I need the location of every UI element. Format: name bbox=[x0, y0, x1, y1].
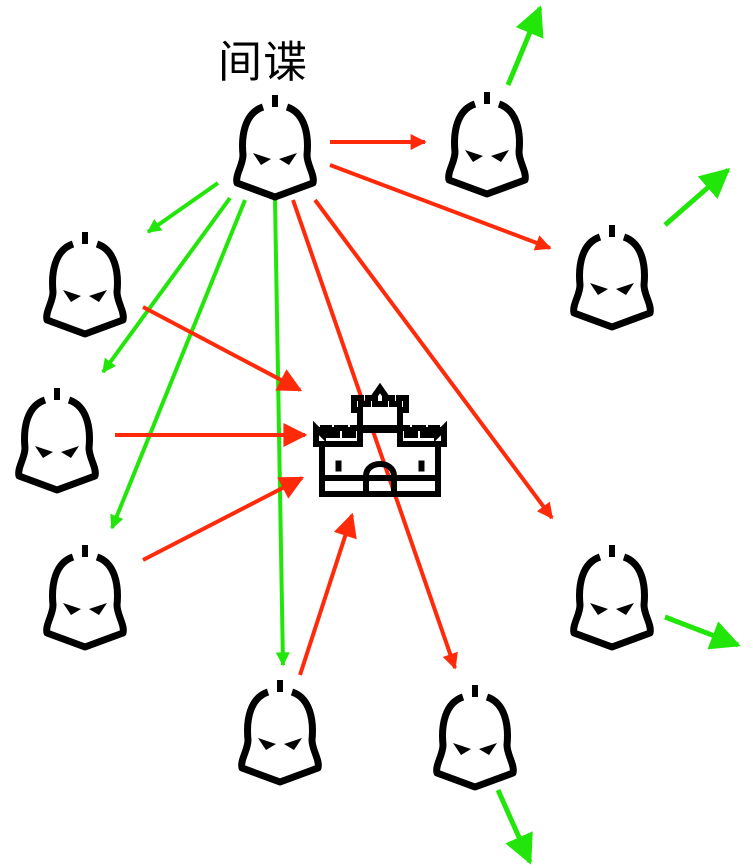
arrow-spy-to-soldier-left-2 bbox=[101, 196, 232, 374]
spy-label: 间谍 bbox=[218, 37, 308, 88]
soldier-right-lower-helmet-icon bbox=[574, 545, 651, 647]
soldier-left-2-helmet-icon bbox=[19, 388, 96, 490]
arrow-soldier-bottom-right-to-away bbox=[495, 788, 533, 865]
arrow-soldier-right-to-away bbox=[663, 168, 731, 227]
arrow-soldier-left-1-to-castle bbox=[142, 305, 303, 392]
arrow-soldier-right-lower-to-away bbox=[664, 614, 741, 650]
arrow-spy-to-soldier-left-1 bbox=[146, 181, 220, 234]
arrow-spy-to-soldier-right bbox=[329, 163, 552, 251]
soldier-left-3-helmet-icon bbox=[47, 545, 124, 647]
soldier-right-helmet-icon bbox=[574, 225, 651, 327]
edges bbox=[101, 5, 741, 865]
castle-icon bbox=[313, 382, 447, 497]
arrow-spy-to-soldier-bottom-right bbox=[291, 199, 458, 670]
arrow-spy-to-soldier-right-lower bbox=[313, 198, 554, 520]
arrow-soldier-left-3-to-castle bbox=[142, 476, 305, 562]
soldier-left-1-helmet-icon bbox=[47, 232, 124, 334]
soldier-bottom-mid-helmet-icon bbox=[242, 680, 319, 782]
arrow-spy-to-soldier-left-3 bbox=[110, 199, 247, 530]
arrow-soldier-top-right-to-away bbox=[505, 5, 544, 86]
soldier-top-right-helmet-icon bbox=[449, 92, 526, 194]
arrow-spy-to-soldier-bottom-mid bbox=[273, 199, 290, 667]
soldier-bottom-right-helmet-icon bbox=[437, 685, 514, 787]
spy-helmet-icon bbox=[237, 95, 314, 197]
arrow-soldier-bottom-mid-to-castle bbox=[298, 512, 357, 676]
